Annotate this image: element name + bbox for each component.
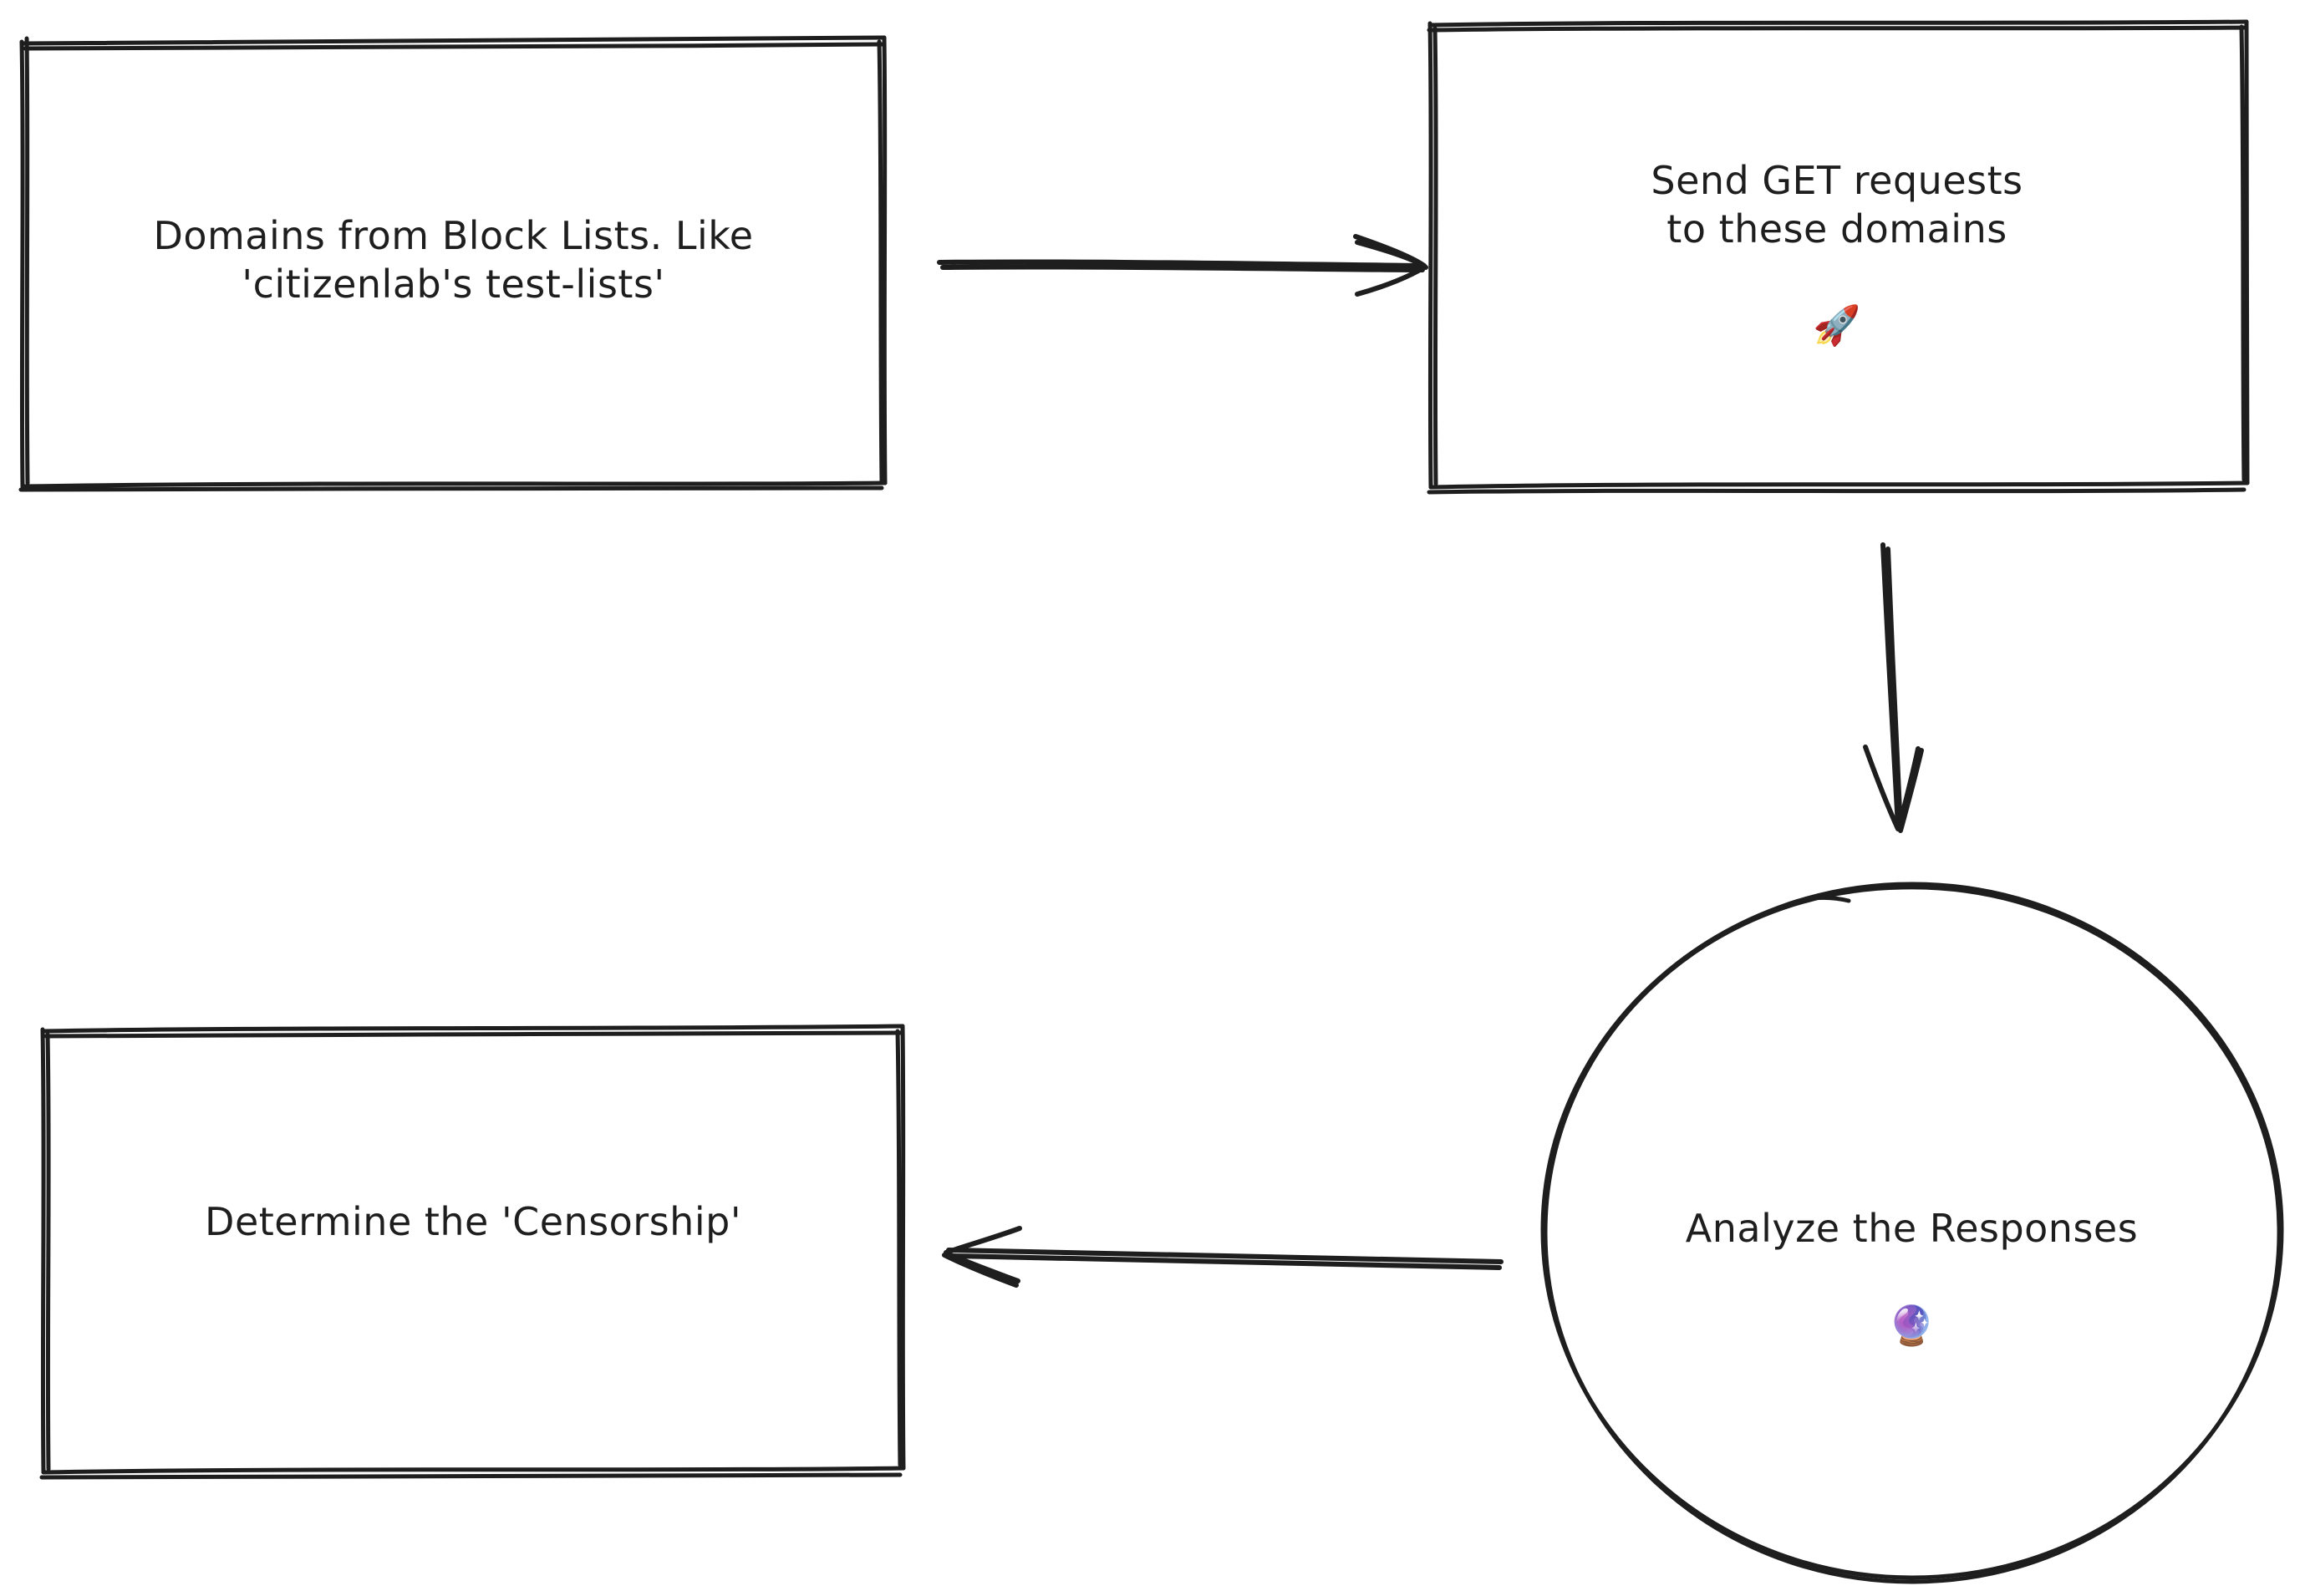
node-determine-censorship-label: Determine the 'Censorship' — [205, 1199, 741, 1244]
edge-analyze-to-determine[interactable] — [940, 1224, 1509, 1291]
node-send-get-requests-label: Send GET requests to these domains — [1651, 158, 2023, 252]
edge-send-get-to-analyze[interactable] — [1851, 539, 1935, 836]
rocket-emoji: 🚀 🚀 — [1427, 157, 2246, 398]
node-block-lists-label: Domains from Block Lists. Like 'citizenl… — [153, 213, 754, 307]
node-analyze-responses-label: Analyze the Responses — [1685, 1206, 2139, 1251]
node-determine-censorship[interactable] — [42, 1028, 904, 1468]
rocket-emoji-glyph-visible: 🚀 — [1813, 302, 1861, 348]
crystal-ball-emoji: 🔮 — [1542, 1253, 2282, 1398]
crystal-ball-emoji-glyph: 🔮 — [1887, 1302, 1936, 1348]
edge-block-lists-to-send-get[interactable] — [928, 230, 1429, 297]
